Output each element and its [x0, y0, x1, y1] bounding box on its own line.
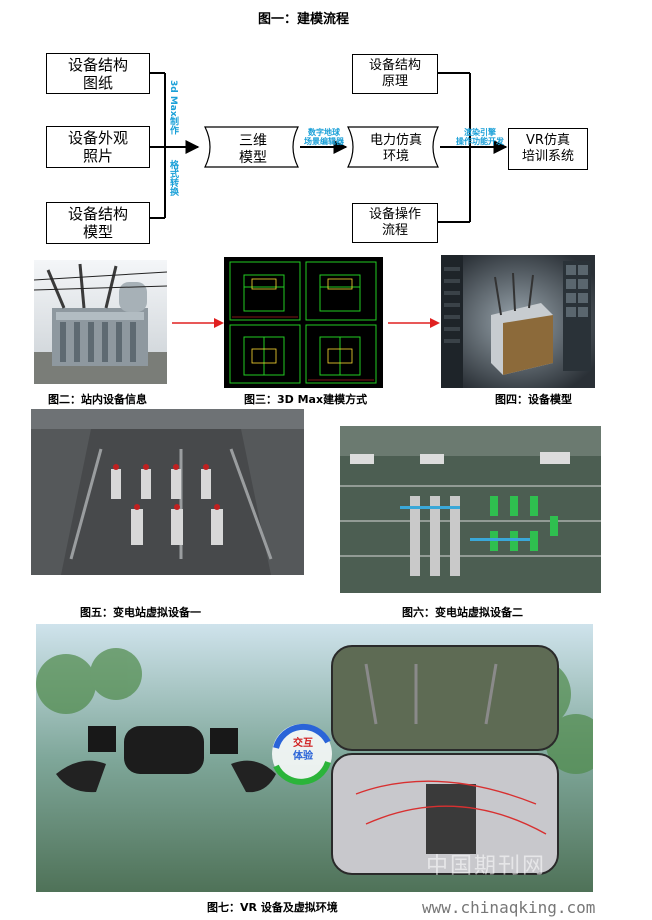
annotation-render-engine: 渲染引擎操作功能开发 — [456, 128, 504, 147]
caption-fig6: 图六：变电站虚拟设备二 — [402, 606, 523, 619]
side-structure-principle: 设备结构原理 — [352, 54, 438, 94]
image-equipment-model — [441, 255, 595, 388]
site-url[interactable]: www.chinaqking.com — [422, 898, 596, 917]
side-operation-flow: 设备操作流程 — [352, 203, 438, 243]
caption-fig2: 图二：站内设备信息 — [48, 393, 147, 406]
node-power-sim-env: 电力仿真环境 — [369, 133, 422, 164]
annotation-digital-earth: 数字地球场景编辑器 — [304, 128, 344, 147]
image-virtual-substation-1 — [31, 409, 304, 575]
photo-substation-equipment — [34, 260, 167, 384]
figure1-title: 图一：建模流程 — [258, 12, 350, 27]
input-appearance-photos: 设备外观照片 — [46, 126, 150, 168]
node-3d-model: 三维模型 — [239, 133, 267, 166]
node-vr-training: VR仿真培训系统 — [508, 128, 588, 170]
arrow-right-2 — [388, 318, 440, 328]
image-vr-environment: 交互 体验 中国期刊网 — [36, 624, 593, 892]
caption-fig7: 图七：VR 设备及虚拟环境 — [207, 901, 338, 914]
flowchart-connectors — [149, 72, 508, 223]
vr-badge-interactive: 交互 体验 — [293, 738, 313, 762]
input-structure-drawings: 设备结构图纸 — [46, 53, 150, 94]
caption-fig3: 图三：3D Max建模方式 — [244, 393, 368, 406]
arrow-right-1 — [172, 318, 224, 328]
image-3dmax-cad — [224, 257, 383, 388]
input-structure-models: 设备结构模型 — [46, 202, 150, 244]
watermark: 中国期刊网 — [426, 854, 547, 879]
caption-fig4: 图四：设备模型 — [495, 393, 572, 406]
annotation-3dmax: 3d Max制作 — [168, 80, 178, 135]
caption-fig5: 图五：变电站虚拟设备一 — [80, 606, 201, 619]
annotation-format-convert: 格式转换 — [168, 160, 178, 196]
image-virtual-substation-2 — [340, 426, 601, 593]
